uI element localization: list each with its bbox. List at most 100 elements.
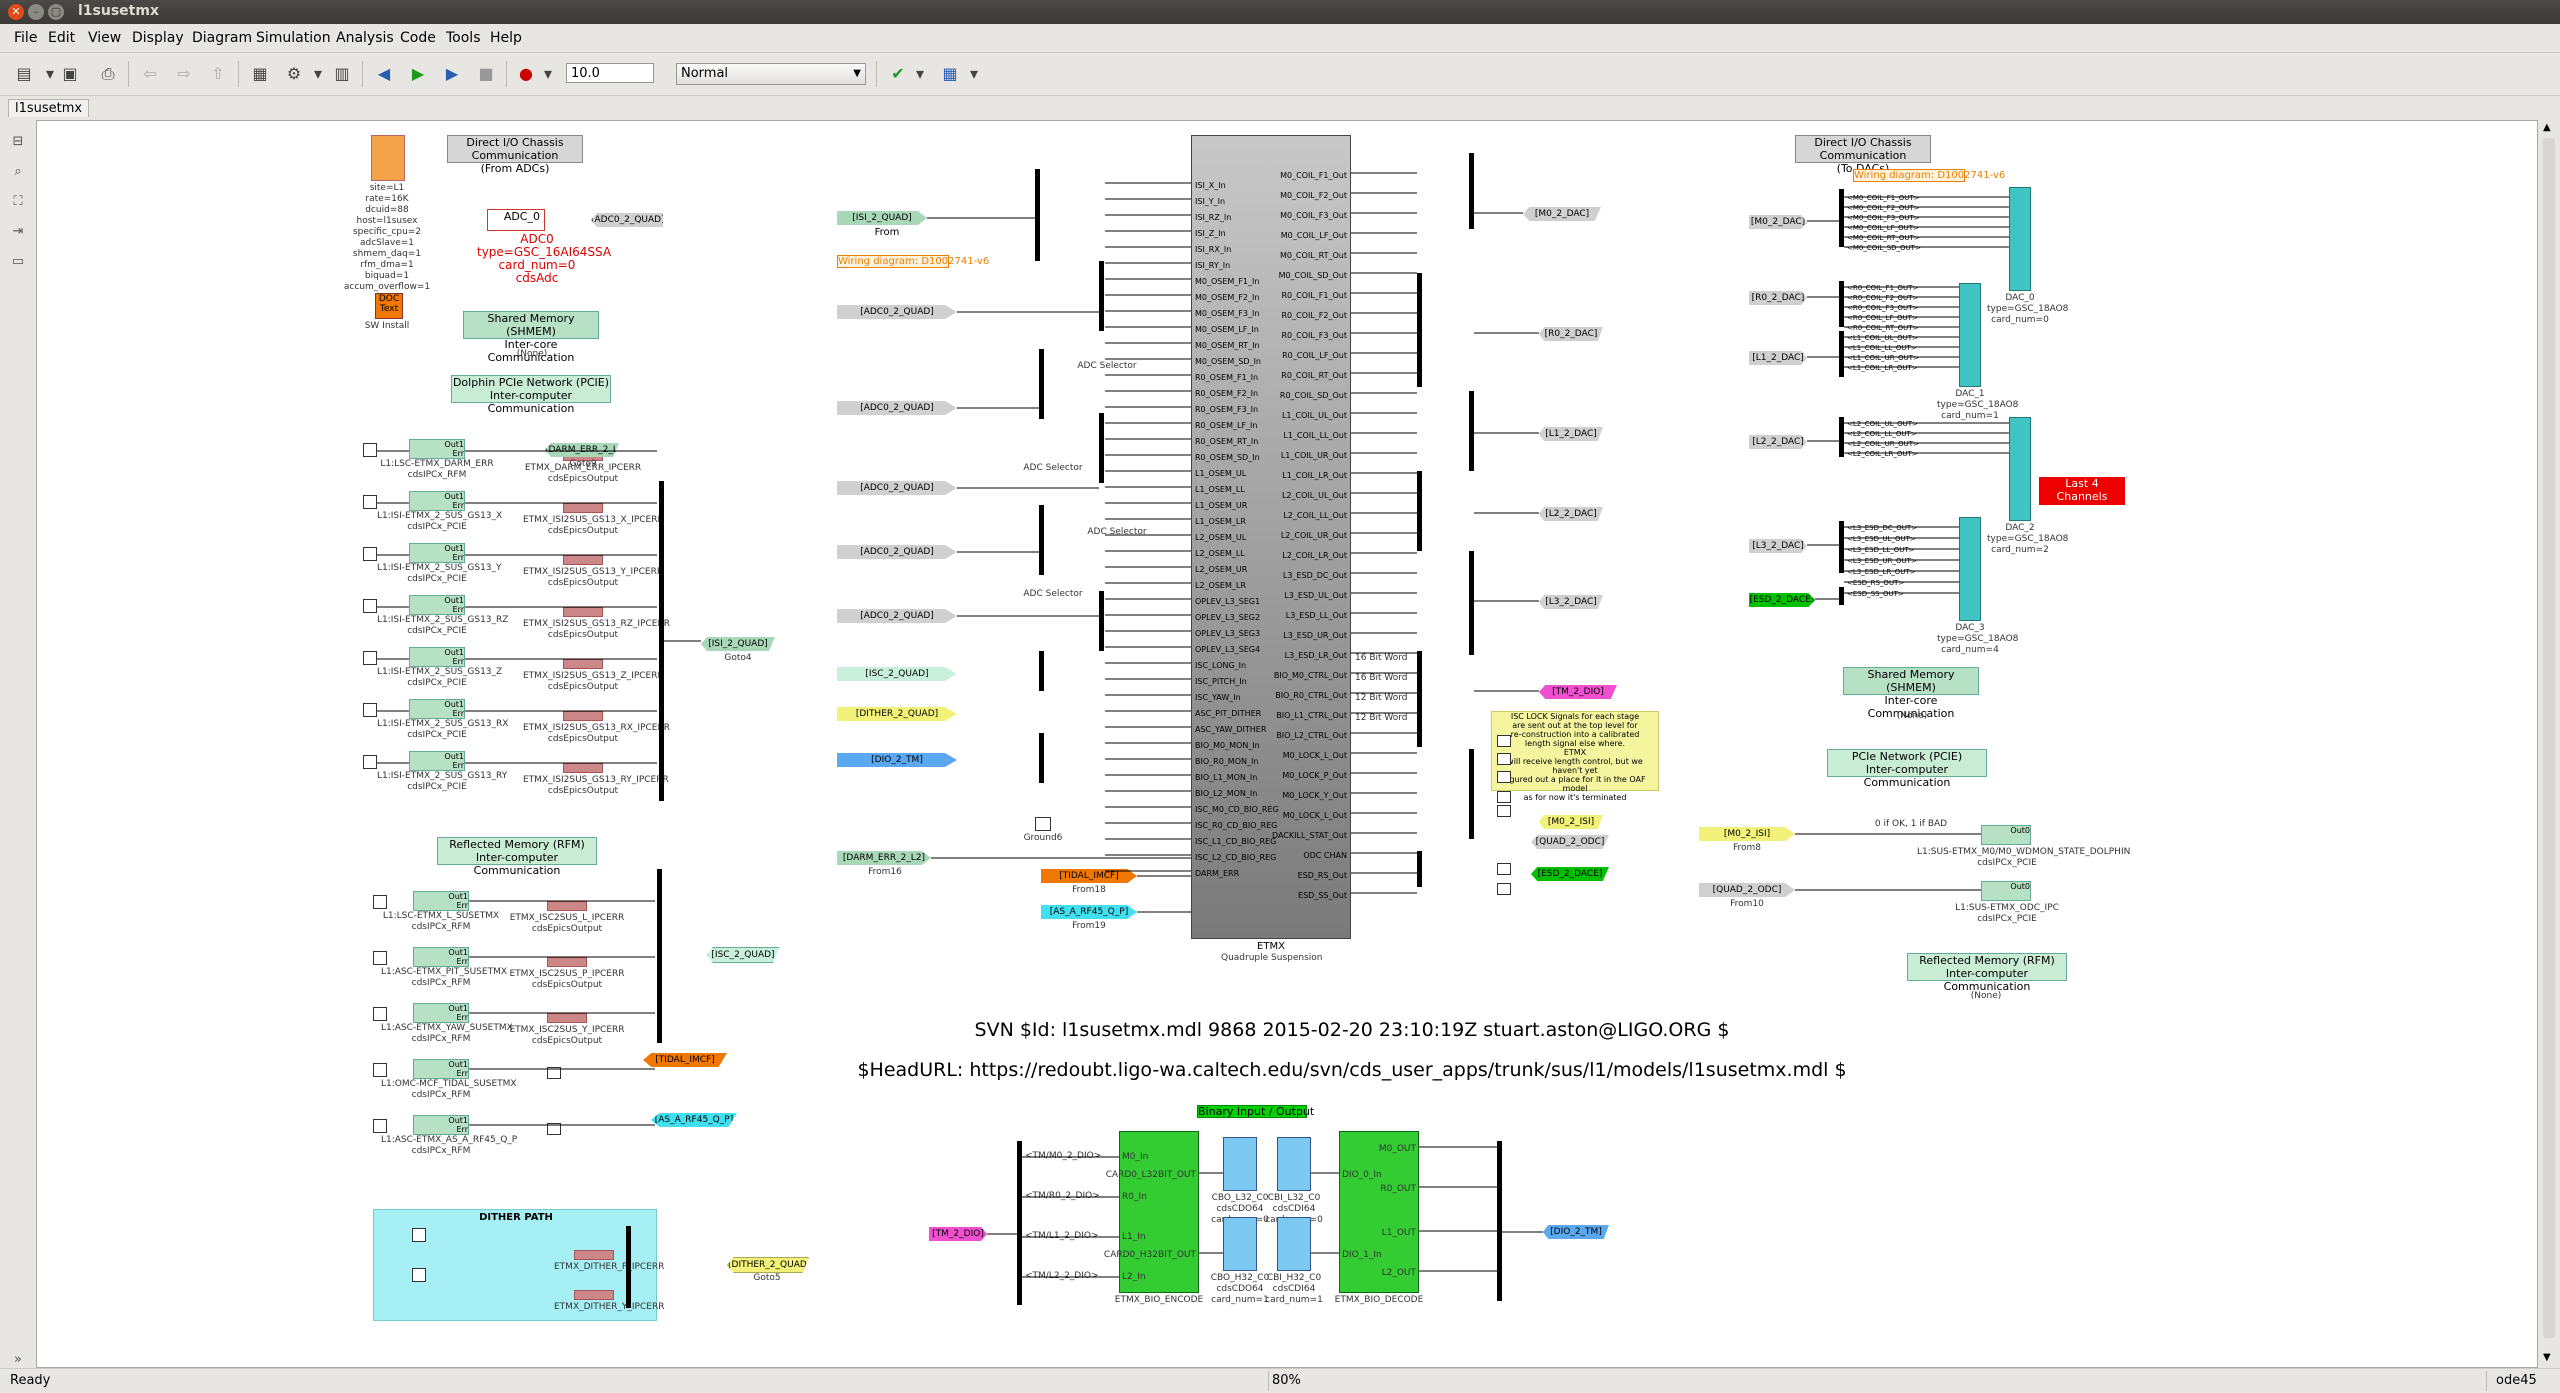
rfm-ground[interactable]: [373, 1119, 387, 1133]
cbi-h32-block[interactable]: [1277, 1217, 1311, 1271]
goto-r0-dac[interactable]: [R0_2_DAC]: [1539, 327, 1603, 341]
out-mux-l3[interactable]: [1469, 551, 1474, 655]
back-icon[interactable]: ⇦: [143, 64, 157, 83]
out-mux-esd[interactable]: [1417, 851, 1422, 887]
collapse-icon[interactable]: ⊟: [12, 134, 24, 149]
from-esd-dace[interactable]: [ESD_2_DACE]: [1749, 593, 1815, 607]
advisor-dropdown-icon[interactable]: ▾: [915, 64, 925, 83]
out-mux-l1[interactable]: [1469, 391, 1474, 471]
pcie-ground[interactable]: [363, 495, 377, 509]
out-mux-m0[interactable]: [1469, 153, 1474, 229]
from-adc-5[interactable]: [ADC0_2_QUAD]: [837, 609, 957, 623]
stop-time-input[interactable]: 10.0: [566, 63, 654, 83]
expand-palette-icon[interactable]: »: [14, 1352, 22, 1367]
epics-output-block[interactable]: [563, 555, 603, 565]
menu-analysis[interactable]: Analysis: [336, 30, 394, 46]
from-darm[interactable]: [DARM_ERR_2_L2]: [837, 851, 931, 865]
dac3-block[interactable]: [1959, 517, 1981, 621]
dac3-demux-b[interactable]: [1839, 587, 1844, 605]
settings-gear-icon[interactable]: ⚙: [286, 64, 302, 83]
dac1-demux-a[interactable]: [1839, 281, 1844, 327]
center-mux-6[interactable]: [1099, 591, 1104, 651]
center-mux-3[interactable]: [1039, 349, 1044, 419]
goto-l1-dac[interactable]: [L1_2_DAC]: [1539, 427, 1603, 441]
from-l3-dac[interactable]: [L3_2_DAC]: [1749, 539, 1807, 553]
from-adc-1[interactable]: [ADC0_2_QUAD]: [837, 305, 957, 319]
dac0-demux[interactable]: [1839, 189, 1844, 247]
cbo-l32-block[interactable]: [1223, 1137, 1257, 1191]
pcie-ground[interactable]: [363, 599, 377, 613]
param-block[interactable]: [371, 135, 405, 181]
cbo-h32-block[interactable]: [1223, 1217, 1257, 1271]
terminator-block[interactable]: [1497, 863, 1511, 875]
terminator-block[interactable]: [1497, 883, 1511, 895]
stop-icon[interactable]: ■: [478, 64, 494, 83]
epics-output-block[interactable]: [563, 711, 603, 721]
from-adc-2[interactable]: [ADC0_2_QUAD]: [837, 401, 957, 415]
dither-mux-bar[interactable]: [626, 1226, 631, 1308]
goto-l3-dac[interactable]: [L3_2_DAC]: [1539, 595, 1603, 609]
pcie-ground[interactable]: [363, 443, 377, 457]
menu-help[interactable]: Help: [490, 30, 522, 46]
dither-in-2[interactable]: [412, 1268, 426, 1282]
up-icon[interactable]: ⇧: [211, 64, 225, 83]
goto-quad-odc[interactable]: [QUAD_2_ODC]: [1531, 835, 1609, 849]
terminator-block[interactable]: [1497, 753, 1511, 765]
bio-in-mux[interactable]: [1017, 1141, 1022, 1305]
dac1-demux-b[interactable]: [1839, 331, 1844, 377]
record-icon[interactable]: ●: [519, 64, 533, 83]
annotation-icon[interactable]: ▭: [11, 254, 25, 269]
center-mux-5[interactable]: [1039, 505, 1044, 575]
forward-icon[interactable]: ⇨: [177, 64, 191, 83]
rfm-ground[interactable]: [373, 951, 387, 965]
from-l2-dac[interactable]: [L2_2_DAC]: [1749, 435, 1807, 449]
dolphin-sender-block[interactable]: Out0: [1981, 825, 2031, 845]
rfm-ground[interactable]: [373, 1007, 387, 1021]
menu-file[interactable]: File: [14, 30, 38, 46]
builder-dropdown-icon[interactable]: ▾: [969, 64, 979, 83]
menu-tools[interactable]: Tools: [446, 30, 481, 46]
pcie-ground[interactable]: [363, 755, 377, 769]
new-dropdown-icon[interactable]: ▾: [45, 64, 55, 83]
run-icon[interactable]: ▶: [411, 64, 425, 83]
new-model-icon[interactable]: ▤: [16, 64, 32, 83]
dac3-demux-a[interactable]: [1839, 521, 1844, 573]
from-m0-isi[interactable]: [M0_2_ISI]: [1699, 827, 1795, 841]
tidal-goto[interactable]: [TIDAL_IMCF]: [643, 1053, 727, 1067]
center-mux-2[interactable]: [1099, 261, 1104, 331]
arrow-right-icon[interactable]: ⇥: [12, 224, 24, 239]
goto-m0-isi[interactable]: [M0_2_ISI]: [1539, 815, 1603, 829]
from-l1-dac[interactable]: [L1_2_DAC]: [1749, 351, 1807, 365]
out-mux-bio[interactable]: [1417, 651, 1422, 747]
dither-epics-1[interactable]: [574, 1250, 614, 1260]
goto-esd-dace[interactable]: [ESD_2_DACE]: [1531, 867, 1609, 881]
epics-output-block[interactable]: [563, 763, 603, 773]
step-back-icon[interactable]: ◀: [377, 64, 391, 83]
terminator-block[interactable]: [1497, 791, 1511, 803]
dac1-block[interactable]: [1959, 283, 1981, 387]
scroll-thumb[interactable]: [2543, 138, 2555, 1338]
ground-block[interactable]: [1035, 817, 1051, 831]
center-mux-4[interactable]: [1099, 413, 1104, 483]
dither-in-1[interactable]: [412, 1228, 426, 1242]
out-mux-l2[interactable]: [1417, 471, 1422, 551]
terminator-block[interactable]: [547, 1067, 561, 1079]
epics-output-block[interactable]: [547, 957, 587, 967]
goto-l2-dac[interactable]: [L2_2_DAC]: [1539, 507, 1603, 521]
isc-goto[interactable]: [ISC_2_QUAD]: [707, 947, 779, 963]
center-mux-8[interactable]: [1039, 733, 1044, 783]
simulation-mode-select[interactable]: Normal▼: [676, 63, 866, 85]
from-dither[interactable]: [DITHER_2_QUAD]: [837, 707, 957, 721]
dac2-demux[interactable]: [1839, 417, 1844, 457]
